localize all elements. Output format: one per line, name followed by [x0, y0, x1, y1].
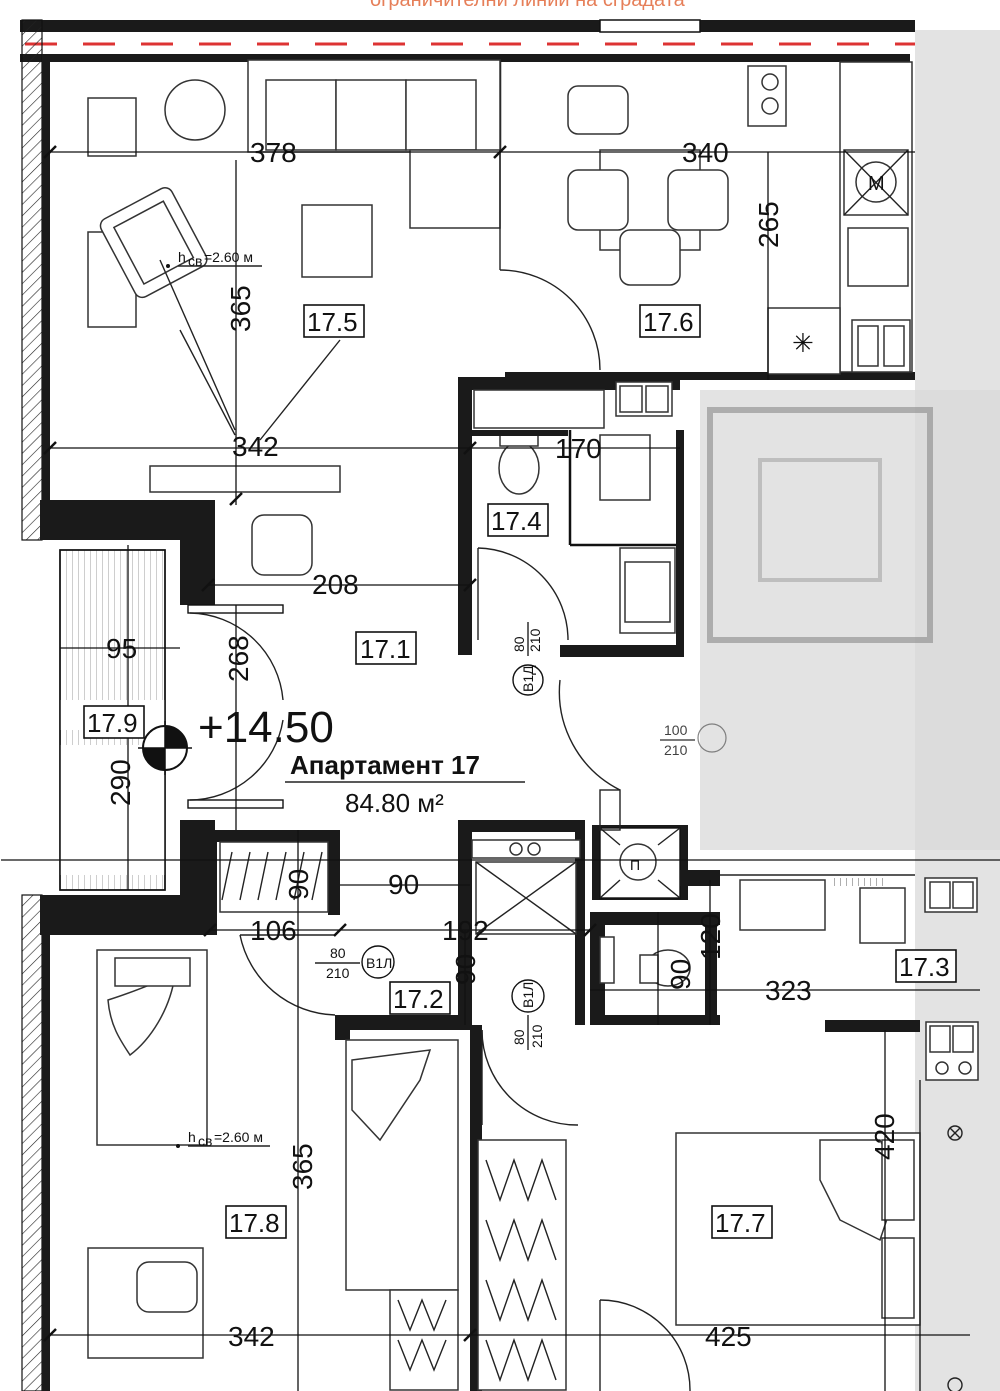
dim-425: 425 [705, 1321, 752, 1352]
hall-chair [251, 514, 313, 576]
door-tag-3: 80 210 В1Л [511, 979, 545, 1050]
dim-192: 192 [442, 915, 489, 946]
svg-text:=2.60 м: =2.60 м [214, 1129, 263, 1145]
svg-text:17.2: 17.2 [393, 984, 444, 1014]
dim-342-top: 342 [232, 431, 279, 462]
room-17-4: 17.4 [487, 503, 549, 537]
svg-text:210: 210 [326, 965, 350, 981]
dim-120: 120 [695, 913, 726, 960]
svg-text:17.8: 17.8 [229, 1208, 280, 1238]
svg-text:80: 80 [511, 636, 527, 652]
ceiling-height-lower: h св =2.60 м [176, 1129, 270, 1149]
room-17-8: 17.8 [225, 1205, 287, 1239]
apartment-area: 84.80 м² [345, 788, 444, 818]
dim-342-bottom: 342 [228, 1321, 275, 1352]
coffee-table [301, 204, 373, 278]
shaft-label: П [630, 857, 640, 873]
room-17-3: 17.3 [895, 949, 957, 983]
dim-268: 268 [223, 635, 254, 682]
svg-text:210: 210 [664, 742, 688, 758]
shaft-circle [619, 843, 657, 881]
room-17-6: 17.6 [639, 304, 701, 338]
svg-text:св: св [188, 253, 202, 269]
dim-365-bottom: 365 [287, 1143, 318, 1190]
svg-text:В1Л: В1Л [366, 955, 392, 971]
svg-text:210: 210 [527, 628, 543, 652]
svg-text:В1Л: В1Л [520, 982, 536, 1008]
svg-text:=2.60 м: =2.60 м [204, 249, 253, 265]
dim-90-wc: 90 [665, 959, 696, 990]
dim-90-horizontal: 90 [388, 869, 419, 900]
dim-420: 420 [869, 1113, 900, 1160]
dim-265: 265 [753, 201, 784, 248]
dim-208: 208 [312, 569, 359, 600]
dim-290: 290 [105, 759, 136, 806]
room-17-5: 17.5 [303, 304, 365, 338]
wardrobe [219, 841, 329, 913]
door-tag-1: 80 210 В1Д [511, 622, 544, 696]
svg-text:✳: ✳ [792, 329, 814, 359]
apartment-title: Апартамент 17 [290, 750, 480, 780]
sink [847, 227, 909, 287]
svg-text:17.6: 17.6 [643, 307, 694, 337]
svg-text:17.7: 17.7 [715, 1208, 766, 1238]
svg-text:17.1: 17.1 [360, 634, 411, 664]
toilet [498, 441, 540, 495]
dim-323: 323 [765, 975, 812, 1006]
exterior-wall-left [21, 19, 43, 541]
level-marker-icon [138, 721, 192, 775]
room-17-9: 17.9 [83, 705, 145, 739]
dim-170: 170 [555, 433, 602, 464]
room-17-1: 17.1 [355, 631, 417, 665]
svg-text:св: св [198, 1133, 212, 1149]
level-value: +14.50 [198, 703, 334, 752]
dim-90-vertical: 90 [450, 954, 481, 985]
dim-365-top: 365 [225, 285, 256, 332]
room-17-7: 17.7 [711, 1205, 773, 1239]
svg-text:80: 80 [511, 1029, 527, 1045]
svg-text:17.5: 17.5 [307, 307, 358, 337]
ceiling-height-upper: h св =2.60 м [166, 249, 262, 269]
dim-340: 340 [682, 137, 729, 168]
svg-text:80: 80 [330, 945, 346, 961]
door-tag-2: 80 210 В1Л [315, 945, 395, 981]
svg-text:17.3: 17.3 [899, 952, 950, 982]
svg-text:210: 210 [529, 1024, 545, 1048]
dim-90-wardrobe: 90 [283, 869, 314, 900]
svg-text:100: 100 [664, 722, 688, 738]
top-banner: ограничителни линии на сградата [370, 0, 686, 11]
room-17-2: 17.2 [389, 981, 451, 1015]
door-tag-4: 100 210 [660, 722, 727, 758]
svg-text:17.4: 17.4 [491, 506, 542, 536]
svg-text:h: h [188, 1129, 196, 1145]
dim-378: 378 [250, 137, 297, 168]
dim-106: 106 [250, 915, 297, 946]
dim-95: 95 [106, 633, 137, 664]
svg-text:M: M [868, 173, 885, 195]
svg-text:h: h [178, 249, 186, 265]
svg-text:17.9: 17.9 [87, 708, 138, 738]
svg-text:В1Д: В1Д [520, 665, 536, 692]
